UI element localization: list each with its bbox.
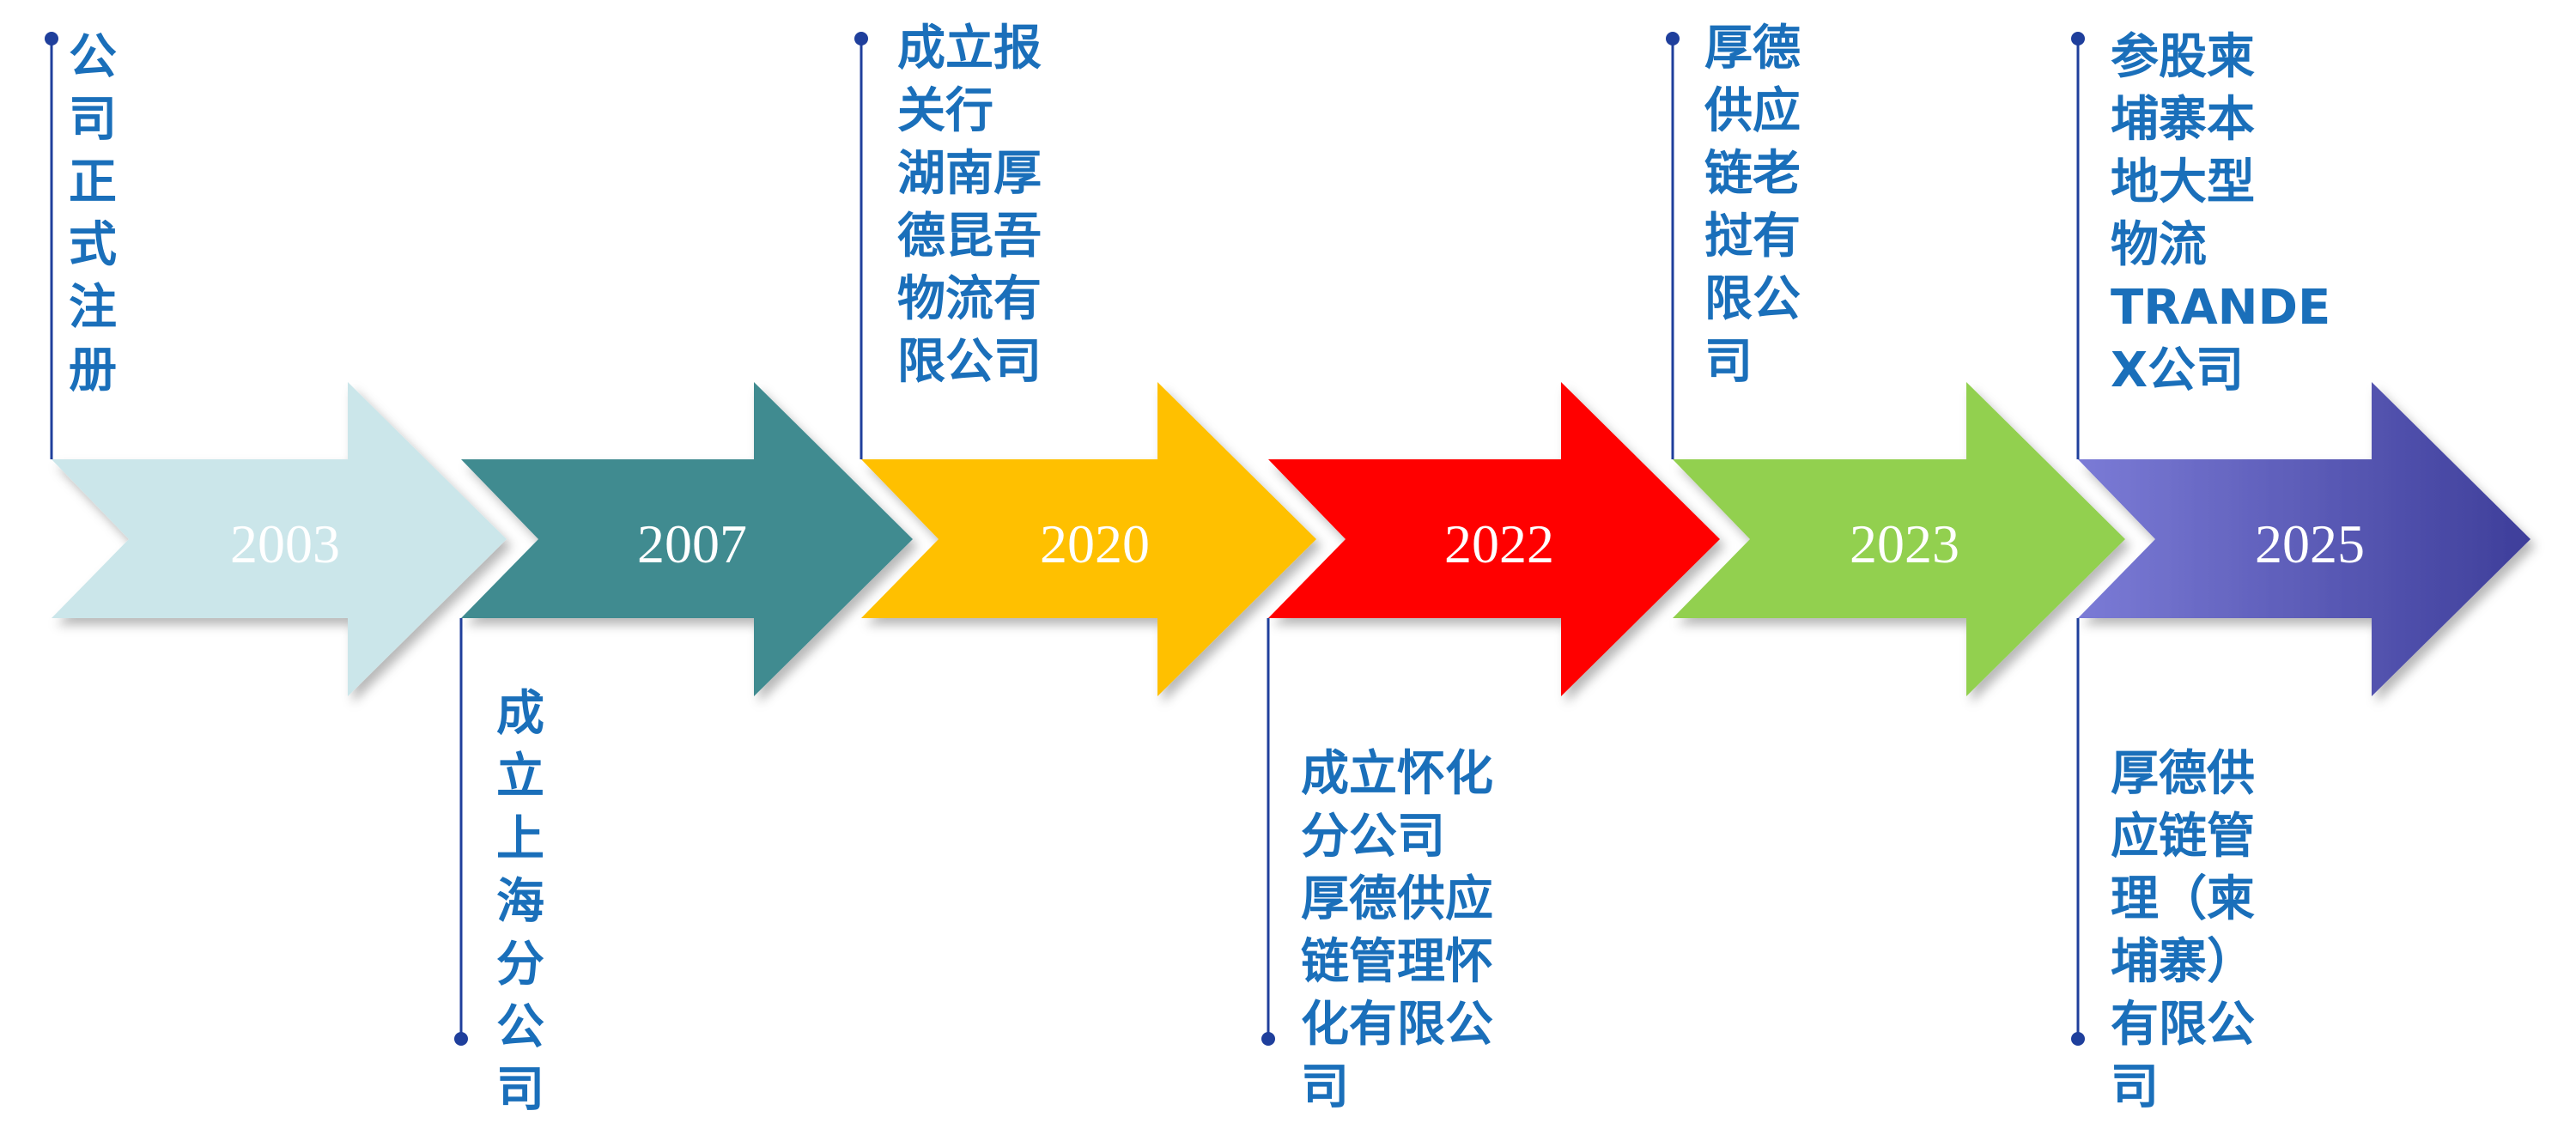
connector-dot-2023 — [1666, 32, 1680, 46]
event-text-2025-bottom: 厚德供 应链管 理（柬 埔寨） 有限公 司 — [2111, 746, 2255, 1115]
year-labels: 2003 2007 2020 2022 2023 2025 — [230, 513, 2365, 574]
arrow-2003 — [52, 382, 507, 696]
year-label-2023: 2023 — [1850, 513, 1959, 574]
connector-dot-2025-top — [2071, 32, 2085, 46]
year-label-2025: 2025 — [2255, 513, 2365, 574]
arrow-2025 — [2078, 382, 2530, 696]
event-text-2025-top: 参股柬 埔寨本 地大型 物流 TRANDE X公司 — [2111, 29, 2331, 398]
arrow-2020 — [861, 382, 1316, 696]
arrow-2023 — [1673, 382, 2125, 696]
event-text-2020: 成立报 关行 湖南厚 德昆吾 物流有 限公司 — [897, 21, 1042, 390]
connector-dot-2007 — [454, 1032, 468, 1046]
connector-dot-2025-bottom — [2071, 1032, 2085, 1046]
event-text-2003: 公 司 正 式 注 册 — [69, 29, 117, 398]
event-text-2022: 成立怀化 分公司 厚德供应 链管理怀 化有限公 司 — [1301, 746, 1493, 1115]
arrows — [52, 382, 2530, 696]
year-label-2020: 2020 — [1040, 513, 1150, 574]
connector-dot-2020 — [854, 32, 868, 46]
arrow-2022 — [1268, 382, 1720, 696]
event-text-2023: 厚德 供应 链老 挝有 限公 司 — [1704, 21, 1801, 390]
connector-dot-2003 — [45, 32, 58, 46]
event-text-2007: 成 立 上 海 分 公 司 — [496, 686, 544, 1118]
arrow-2007 — [461, 382, 913, 696]
connector-dot-2022 — [1261, 1032, 1275, 1046]
connector-lines — [50, 39, 2080, 1039]
connector-dots — [45, 32, 2085, 1046]
year-label-2003: 2003 — [230, 513, 340, 574]
year-label-2022: 2022 — [1444, 513, 1554, 574]
year-label-2007: 2007 — [637, 513, 747, 574]
